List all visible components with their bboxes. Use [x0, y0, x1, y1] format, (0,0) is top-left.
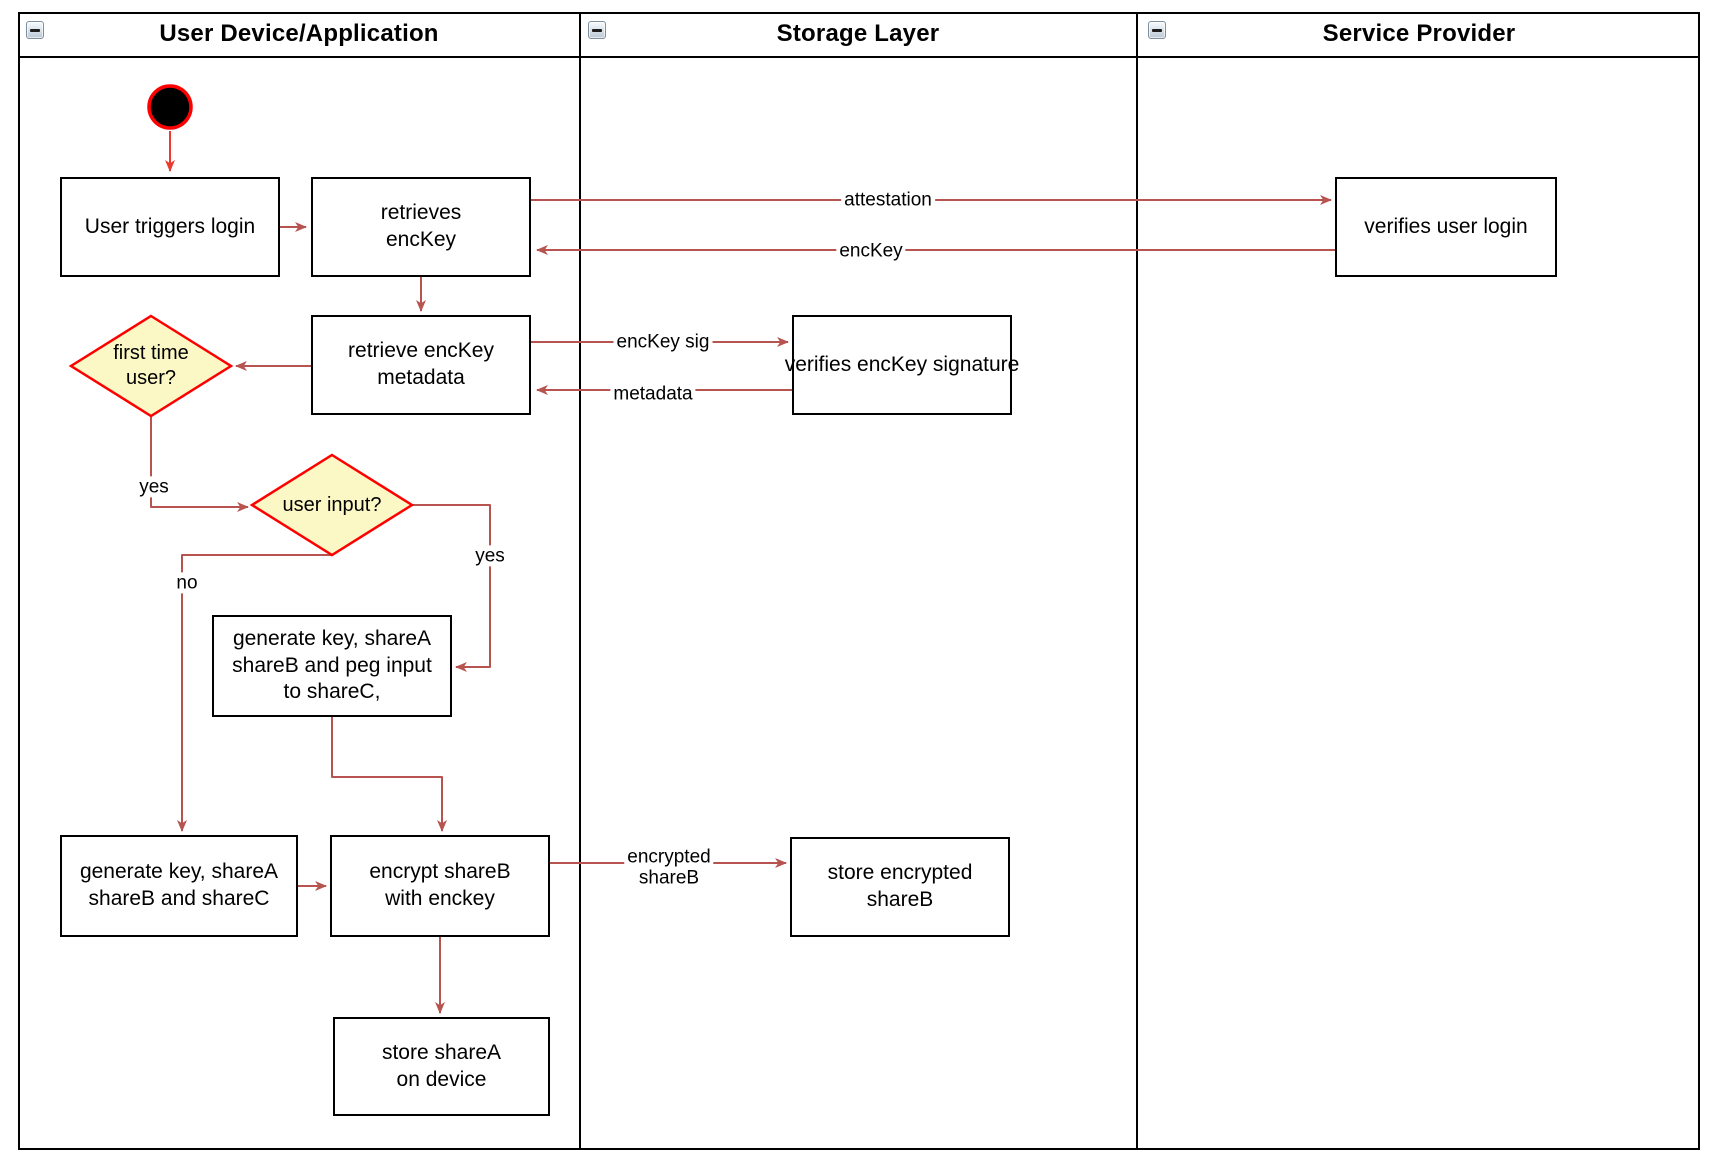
- edge-label-attestation: attestation: [841, 189, 935, 211]
- lane-divider-2: [1136, 12, 1138, 1150]
- node-verifies-user-login[interactable]: verifies user login: [1335, 177, 1557, 277]
- node-encrypt-shareb[interactable]: encrypt shareB with enckey: [330, 835, 550, 937]
- collapse-lane-user-device-button[interactable]: [26, 21, 44, 39]
- lane-header-divider: [18, 56, 1700, 58]
- lane-divider-1: [579, 12, 581, 1150]
- node-store-encrypted-shareb[interactable]: store encrypted shareB: [790, 837, 1010, 937]
- edge-label-no-user-input: no: [173, 572, 201, 594]
- node-retrieves-enckey[interactable]: retrieves encKey: [311, 177, 531, 277]
- swimlane-pool-border: [18, 12, 1700, 1150]
- node-generate-key-sharec[interactable]: generate key, shareA shareB and shareC: [60, 835, 298, 937]
- minus-icon: [592, 28, 602, 32]
- lane-header-user-device: User Device/Application: [18, 12, 580, 56]
- decision-user-input-label: user input?: [282, 493, 382, 516]
- lane-title-user-device: User Device/Application: [159, 20, 439, 47]
- edge-label-metadata: metadata: [610, 383, 696, 405]
- edge-label-yes-first-time: yes: [136, 476, 172, 498]
- node-generate-key-peg-sharec[interactable]: generate key, shareA shareB and peg inpu…: [212, 615, 452, 717]
- edge-label-yes-user-input: yes: [472, 545, 508, 567]
- edge-label-enckey: encKey: [836, 240, 906, 262]
- edge-label-enckey-sig: encKey sig: [613, 331, 713, 353]
- minus-icon: [1152, 28, 1162, 32]
- collapse-lane-storage-button[interactable]: [588, 21, 606, 39]
- lane-title-service-provider: Service Provider: [1322, 20, 1516, 47]
- lane-title-storage: Storage Layer: [776, 20, 940, 47]
- node-verifies-enckey-signature[interactable]: verifies encKey signature: [785, 315, 1019, 415]
- edge-label-encrypted-shareb: encrypted shareB: [624, 846, 714, 890]
- collapse-lane-service-provider-button[interactable]: [1148, 21, 1166, 39]
- node-store-sharea[interactable]: store shareA on device: [333, 1017, 550, 1116]
- node-user-triggers-login[interactable]: User triggers login: [60, 177, 280, 277]
- minus-icon: [30, 28, 40, 32]
- lane-header-storage: Storage Layer: [580, 12, 1136, 56]
- decision-first-time-user-label: first time user?: [113, 342, 189, 389]
- lane-header-service-provider: Service Provider: [1138, 12, 1700, 56]
- node-retrieve-enckey-metadata[interactable]: retrieve encKey metadata: [311, 315, 531, 415]
